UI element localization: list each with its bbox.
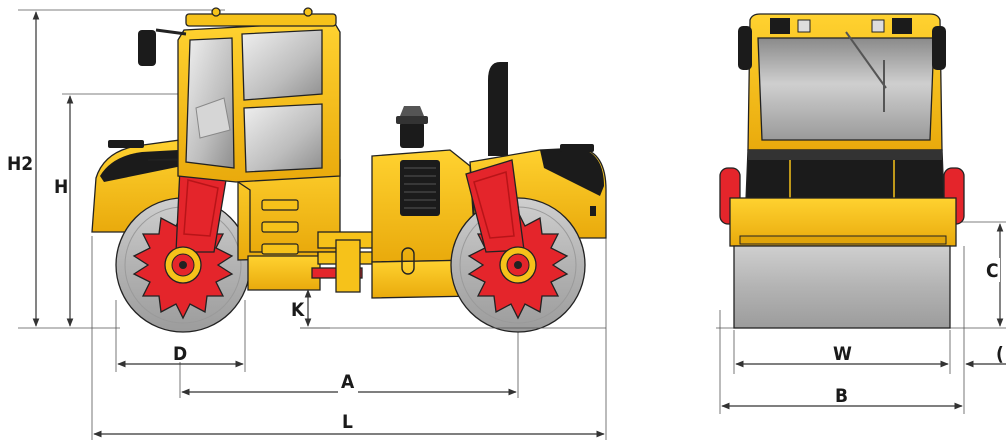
label-c: C: [986, 260, 999, 282]
side-view: H2 H K D A L: [6, 7, 607, 440]
rear-drum-vibrator: [132, 167, 234, 320]
label-h: H: [54, 176, 68, 198]
side-extension-lines: [18, 9, 607, 440]
front-cab: [738, 13, 946, 151]
front-view: W B C (: [716, 13, 1006, 414]
label-d: D: [173, 343, 187, 365]
label-k: K: [291, 299, 305, 321]
operator-cab: [138, 7, 341, 183]
label-a: A: [341, 371, 355, 393]
front-view-drum: [733, 245, 951, 329]
label-b: B: [835, 385, 848, 407]
label-l: L: [342, 411, 353, 433]
label-w: W: [833, 343, 852, 365]
label-c-offset: (: [996, 343, 1004, 365]
front-drum-vibrator: [465, 159, 569, 320]
label-h2: H2: [7, 153, 33, 175]
